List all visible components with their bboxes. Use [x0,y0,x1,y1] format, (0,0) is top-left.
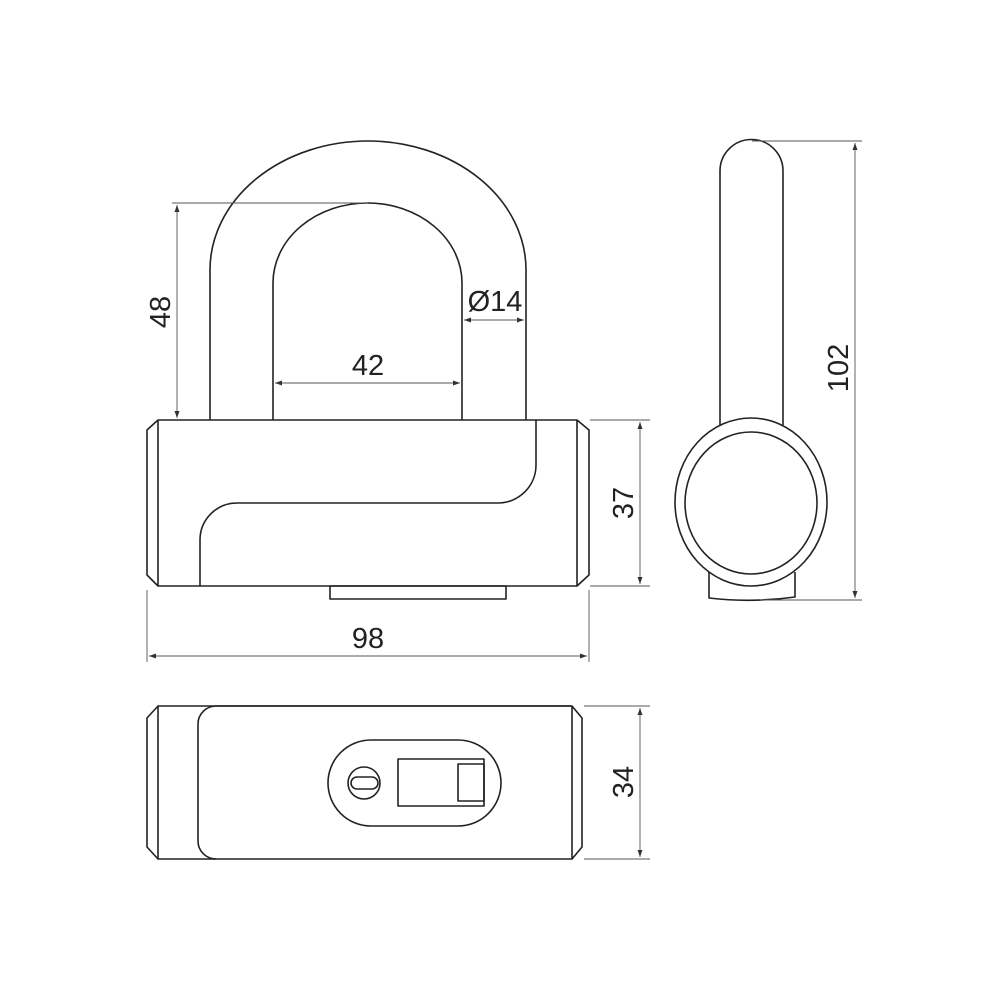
side-body-inner [684,431,818,575]
side-body-outer [674,417,828,587]
side-view [674,138,828,602]
key-slider [397,758,485,807]
side-shackle [719,138,784,425]
dimension-label-42: 42 [352,350,384,382]
front-view [146,140,590,600]
dimension-label-48: 48 [145,296,177,328]
dimension-total-height: 102 [752,140,862,601]
dimension-label-98: 98 [352,623,384,655]
side-bottom-tab [708,572,796,602]
keyway-tab [329,585,507,600]
keyhole-slot [350,776,379,790]
lock-body [146,419,590,587]
bottom-body [146,705,583,860]
dimension-label-102: 102 [823,344,855,392]
dimension-body-width: 98 [146,590,590,662]
keyhole-circle [347,766,381,800]
body-s-curve [199,420,537,586]
key-cover-oval [327,739,502,827]
dimension-label-37: 37 [608,487,640,519]
dimension-shackle-inner-width: 42 [275,350,460,386]
dimension-shackle-diameter: Ø14 [464,286,524,323]
bottom-view [146,705,583,860]
key-slider-tab [457,763,485,802]
dimension-label-d14: Ø14 [468,286,523,318]
dimension-body-height: 37 [590,419,650,587]
dimension-label-34: 34 [608,766,640,798]
dimension-shackle-height: 48 [145,202,368,418]
bottom-inner-panel [197,705,572,860]
dimension-body-depth: 34 [584,705,650,860]
